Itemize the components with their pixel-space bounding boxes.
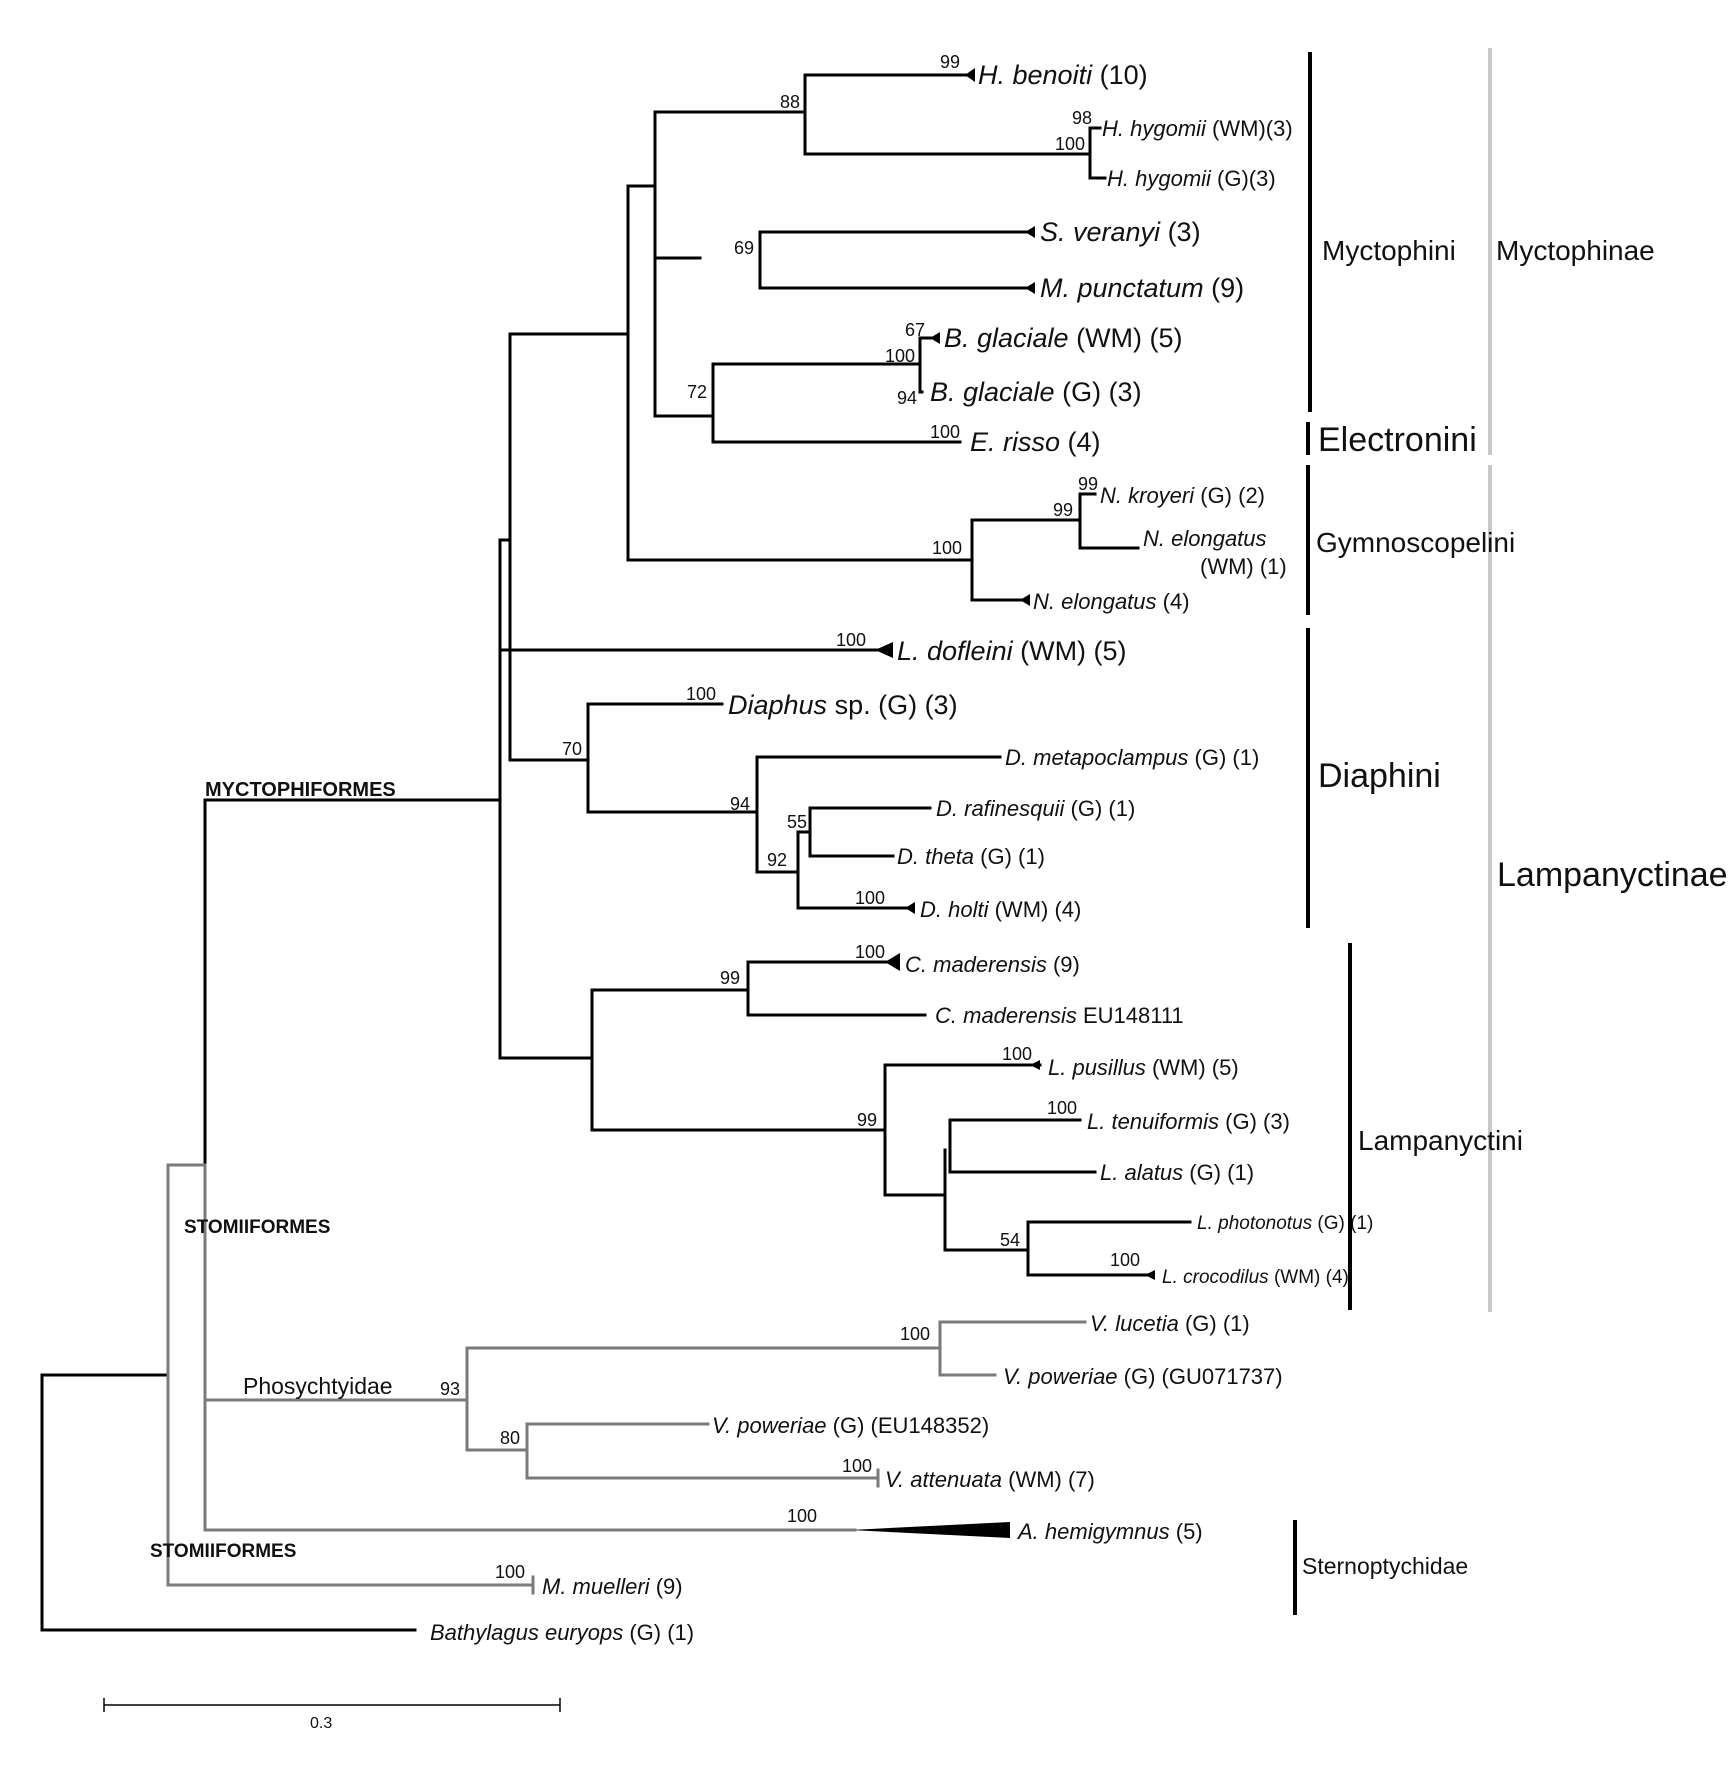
bootstrap-value: 54 bbox=[1000, 1230, 1020, 1250]
taxon-m-punctatum: M. punctatum (9) bbox=[1040, 273, 1244, 303]
bootstrap-value: 100 bbox=[836, 630, 866, 650]
taxon-v-attenuata: V. attenuata (WM) (7) bbox=[885, 1467, 1095, 1492]
taxon-d-theta: D. theta (G) (1) bbox=[897, 844, 1045, 869]
taxon-n-elongatus-wm-detail: (WM) (1) bbox=[1200, 554, 1287, 579]
myctophidae-backbone bbox=[498, 538, 594, 1060]
bootstrap-value: 93 bbox=[440, 1379, 460, 1399]
group-labels: Myctophini Myctophinae Electronini Gymno… bbox=[1302, 235, 1728, 1579]
taxon-l-tenuiformis: L. tenuiformis (G) (3) bbox=[1087, 1109, 1290, 1134]
root-branch bbox=[40, 1373, 417, 1632]
taxon-n-elongatus-wm-name: N. elongatus bbox=[1143, 526, 1267, 551]
bootstrap-value: 67 bbox=[905, 320, 925, 340]
taxon-l-pusillus: L. pusillus (WM) (5) bbox=[1048, 1055, 1239, 1080]
myctophiformes-branches bbox=[40, 73, 1192, 1632]
taxon-b-glaciale-wm: B. glaciale (WM) (5) bbox=[944, 323, 1183, 353]
taxon-h-hygomii-g: H. hygomii (G)(3) bbox=[1107, 166, 1276, 191]
bootstrap-value: 100 bbox=[930, 422, 960, 442]
scale-bar-label: 0.3 bbox=[310, 1715, 332, 1732]
bootstrap-value: 80 bbox=[500, 1428, 520, 1448]
taxon-h-hygomii-wm: H. hygomii (WM)(3) bbox=[1102, 116, 1293, 141]
lampanyctinae-label: Lampanyctinae bbox=[1497, 856, 1728, 894]
taxon-v-poweriae-gu: V. poweriae (G) (GU071737) bbox=[1003, 1364, 1283, 1389]
bootstrap-value: 100 bbox=[495, 1562, 525, 1582]
myctophinae-label: Myctophinae bbox=[1496, 235, 1655, 266]
scale-bar bbox=[103, 1698, 561, 1712]
taxon-l-crocodilus: L. crocodilus (WM) (4) bbox=[1162, 1267, 1349, 1288]
taxon-n-kroyeri: N. kroyeri (G) (2) bbox=[1100, 483, 1265, 508]
bootstrap-value: 55 bbox=[787, 812, 807, 832]
taxon-d-rafinesquii: D. rafinesquii (G) (1) bbox=[936, 796, 1135, 821]
stomiiformes-stem bbox=[166, 1163, 857, 1587]
bootstrap-value: 100 bbox=[1047, 1098, 1077, 1118]
electronini-label: Electronini bbox=[1318, 421, 1477, 459]
phosychtyidae-label: Phosychtyidae bbox=[243, 1373, 393, 1399]
stomiiformes-branches bbox=[166, 1163, 1087, 1595]
gymnoscopelini-label: Gymnoscopelini bbox=[1316, 527, 1515, 558]
myctophini-label: Myctophini bbox=[1322, 235, 1456, 266]
bootstrap-value: 100 bbox=[885, 346, 915, 366]
bootstrap-values: 99 88 98 100 69 67 100 94 72 100 99 99 1… bbox=[440, 52, 1140, 1582]
taxon-v-poweriae-eu: V. poweriae (G) (EU148352) bbox=[712, 1413, 989, 1438]
order-labels: MYCTOPHIFORMES STOMIIFORMES Phosychtyida… bbox=[150, 779, 396, 1562]
bootstrap-value: 99 bbox=[1078, 474, 1098, 494]
taxon-c-maderensis-eu: C. maderensis EU148111 bbox=[935, 1003, 1184, 1028]
diaphini-label: Diaphini bbox=[1318, 757, 1441, 795]
taxon-b-glaciale-g: B. glaciale (G) (3) bbox=[930, 377, 1142, 407]
lampanyctini-label: Lampanyctini bbox=[1358, 1125, 1523, 1156]
taxon-d-holti: D. holti (WM) (4) bbox=[920, 897, 1081, 922]
taxon-labels: H. benoiti (10) H. hygomii (WM)(3) H. hy… bbox=[430, 60, 1373, 1645]
sternoptychidae-label: Sternoptychidae bbox=[1302, 1553, 1468, 1579]
bootstrap-value: 99 bbox=[1053, 500, 1073, 520]
bootstrap-value: 99 bbox=[720, 968, 740, 988]
taxon-h-benoiti: H. benoiti (10) bbox=[978, 60, 1148, 90]
bootstrap-value: 94 bbox=[730, 794, 750, 814]
bootstrap-value: 72 bbox=[687, 382, 707, 402]
bootstrap-value: 100 bbox=[1110, 1250, 1140, 1270]
collapsed-clade-markers bbox=[850, 68, 1155, 1538]
bootstrap-value: 99 bbox=[857, 1110, 877, 1130]
bootstrap-value: 100 bbox=[842, 1456, 872, 1476]
taxon-n-elongatus: N. elongatus (4) bbox=[1033, 589, 1190, 614]
bootstrap-value: 99 bbox=[940, 52, 960, 72]
stomiiformes-label-lower: STOMIIFORMES bbox=[150, 1541, 296, 1562]
stomiiformes-label-upper: STOMIIFORMES bbox=[184, 1217, 330, 1238]
bootstrap-value: 100 bbox=[787, 1506, 817, 1526]
taxon-diaphus-sp: Diaphus sp. (G) (3) bbox=[728, 690, 958, 720]
taxon-v-lucetia: V. lucetia (G) (1) bbox=[1090, 1311, 1250, 1336]
taxon-l-alatus: L. alatus (G) (1) bbox=[1100, 1160, 1254, 1185]
taxon-bathylagus-euryops: Bathylagus euryops (G) (1) bbox=[430, 1620, 694, 1645]
taxon-a-hemigymnus: A. hemigymnus (5) bbox=[1016, 1519, 1203, 1544]
bootstrap-value: 100 bbox=[1055, 134, 1085, 154]
bootstrap-value: 100 bbox=[932, 538, 962, 558]
bootstrap-value: 100 bbox=[1002, 1044, 1032, 1064]
bootstrap-value: 94 bbox=[897, 388, 917, 408]
bootstrap-value: 100 bbox=[686, 684, 716, 704]
group-bars bbox=[1293, 52, 1352, 1615]
bootstrap-value: 92 bbox=[767, 850, 787, 870]
myctophiformes-stem bbox=[166, 798, 502, 1167]
bootstrap-value: 88 bbox=[780, 92, 800, 112]
bootstrap-value: 98 bbox=[1072, 108, 1092, 128]
myctophiformes-label: MYCTOPHIFORMES bbox=[205, 779, 396, 801]
bootstrap-value: 100 bbox=[900, 1324, 930, 1344]
bootstrap-value: 100 bbox=[855, 888, 885, 908]
bootstrap-value: 100 bbox=[855, 942, 885, 962]
bootstrap-value: 69 bbox=[734, 238, 754, 258]
taxon-c-maderensis: C. maderensis (9) bbox=[905, 952, 1080, 977]
taxon-s-veranyi: S. veranyi (3) bbox=[1040, 217, 1201, 247]
taxon-l-dofleini: L. dofleini (WM) (5) bbox=[897, 636, 1127, 666]
taxon-l-photonotus: L. photonotus (G) (1) bbox=[1197, 1213, 1373, 1234]
bootstrap-value: 70 bbox=[562, 739, 582, 759]
taxon-m-muelleri: M. muelleri (9) bbox=[542, 1574, 683, 1599]
taxon-e-risso: E. risso (4) bbox=[970, 427, 1101, 457]
taxon-d-metapoclampus: D. metapoclampus (G) (1) bbox=[1005, 745, 1259, 770]
